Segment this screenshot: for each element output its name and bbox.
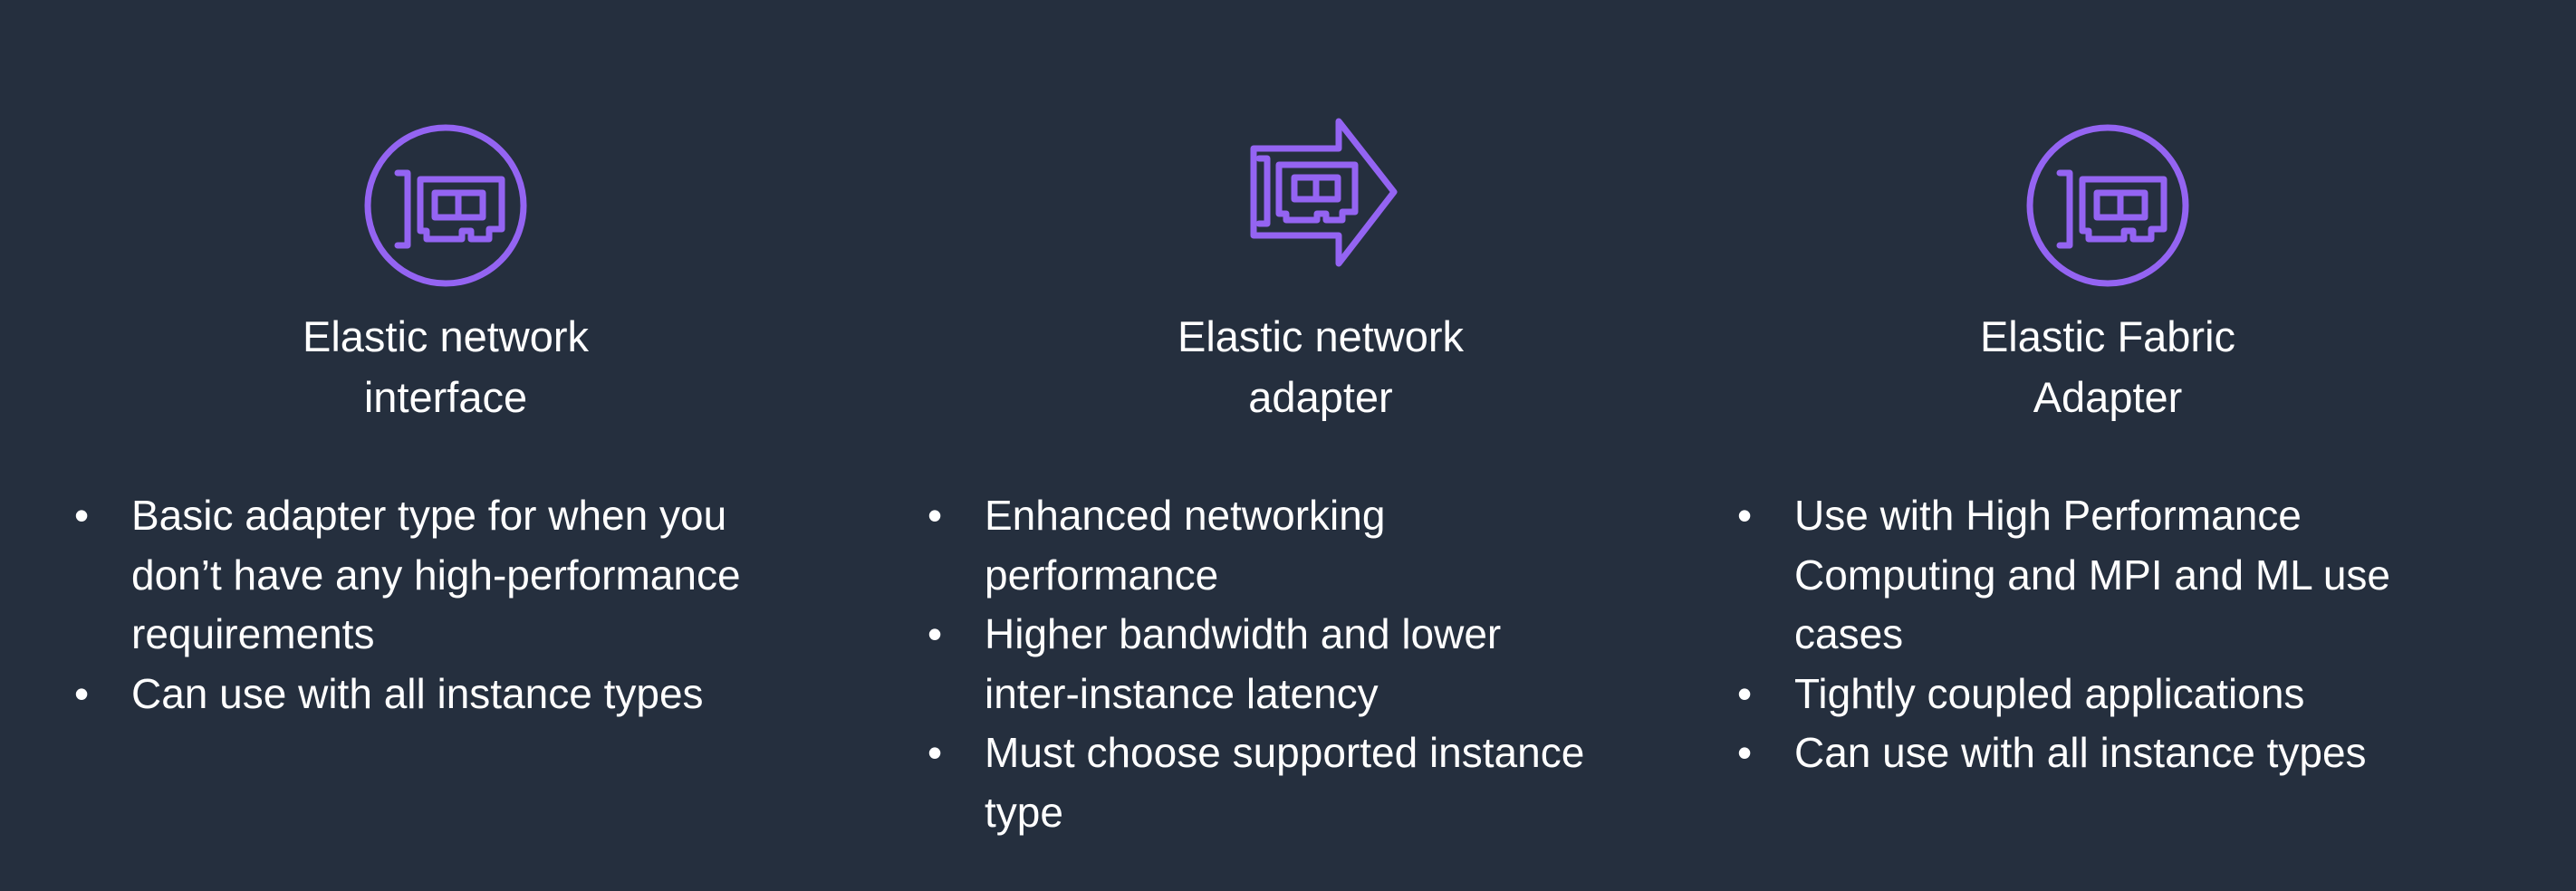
title-line: Adapter	[2033, 373, 2183, 421]
bullet-icon: •	[928, 729, 943, 776]
fabric-adapter-circle-icon	[2026, 124, 2189, 287]
bullet-line: Tightly coupled applications	[1794, 669, 2305, 717]
bullet-list: • Use with High Performance Computing an…	[1737, 486, 2390, 783]
title-line: adapter	[1248, 373, 1393, 421]
list-item: • Higher bandwidth and lower inter-insta…	[928, 605, 1584, 723]
title-line: Elastic network	[1177, 312, 1465, 360]
bullet-list: • Enhanced networking performance • High…	[928, 486, 1585, 842]
bullet-line: Can use with all instance types	[131, 669, 704, 717]
title-line: interface	[363, 373, 528, 421]
list-item: • Tightly coupled applications	[1737, 665, 2390, 724]
bullet-list: • Basic adapter type for when you don’t …	[74, 486, 741, 724]
bullet-line: Higher bandwidth and lower	[985, 610, 1502, 657]
bullet-line: Computing and MPI and ML use	[1794, 551, 2390, 599]
bullet-icon: •	[74, 492, 90, 539]
bullet-icon: •	[928, 492, 943, 539]
column-title: Elastic network adapter	[1049, 306, 1592, 427]
list-item: • Can use with all instance types	[1737, 723, 2390, 783]
bullet-line: Basic adapter type for when you	[131, 492, 727, 539]
network-adapter-arrow-icon	[1250, 118, 1398, 267]
bullet-icon: •	[74, 669, 90, 717]
column-title: Elastic Fabric Adapter	[1836, 306, 2379, 427]
bullet-icon: •	[1737, 669, 1753, 717]
bullet-icon: •	[1737, 492, 1753, 539]
bullet-line: cases	[1794, 610, 1904, 657]
title-line: Elastic Fabric	[1979, 312, 2236, 360]
list-item: • Use with High Performance Computing an…	[1737, 486, 2390, 665]
bullet-line: inter-instance latency	[985, 669, 1379, 717]
network-interface-circle-icon	[364, 124, 527, 287]
bullet-line: type	[985, 788, 1063, 836]
title-line: Elastic network	[302, 312, 590, 360]
bullet-line: Enhanced networking	[985, 492, 1386, 539]
column-title: Elastic network interface	[174, 306, 717, 427]
bullet-line: Use with High Performance	[1794, 492, 2302, 539]
bullet-icon: •	[928, 610, 943, 657]
bullet-icon: •	[1737, 729, 1753, 776]
bullet-line: Can use with all instance types	[1794, 729, 2367, 776]
bullet-line: don’t have any high-performance	[131, 551, 741, 599]
bullet-line: Must choose supported instance	[985, 729, 1585, 776]
bullet-line: requirements	[131, 610, 375, 657]
list-item: • Must choose supported instance type	[928, 723, 1585, 842]
list-item: • Enhanced networking performance	[928, 486, 1584, 605]
bullet-line: performance	[985, 551, 1219, 599]
list-item: • Basic adapter type for when you don’t …	[74, 486, 741, 665]
list-item: • Can use with all instance types	[74, 665, 741, 724]
